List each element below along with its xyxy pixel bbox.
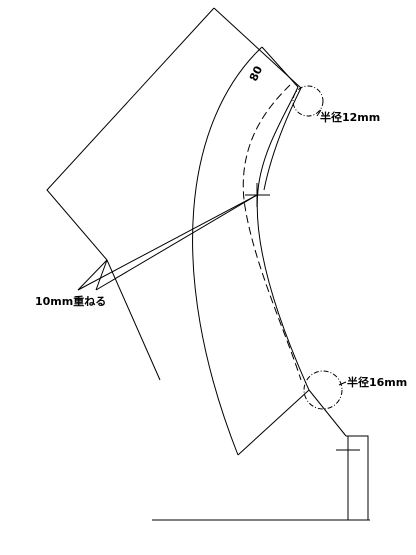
overlap-short-right (95, 259, 108, 291)
seam-dashed-curve (242, 84, 302, 381)
radius-top-label: 半径12mm (320, 110, 380, 124)
radius-circle-top (292, 85, 324, 117)
base-post (346, 435, 369, 521)
seam-mark-label: 80 (247, 64, 265, 84)
radius-bottom-label: 半径16mm (347, 375, 407, 389)
outer-panel-left-edge (46, 7, 215, 381)
overlap-line-lower (95, 194, 258, 291)
radius-circle-bottom (303, 370, 343, 410)
overlap-short-left (77, 259, 108, 291)
contour-solid-curve (256, 86, 310, 391)
overlap-line-upper (77, 194, 258, 291)
overlap-label: 10mm重ねる (35, 294, 106, 308)
inner-panel-top-edge (261, 46, 299, 88)
leader-radius-top (316, 109, 322, 117)
inner-panel-bottom-edge (237, 389, 310, 456)
inner-panel-left-curve (192, 46, 263, 456)
top-contour-line (263, 87, 302, 191)
leader-radius-bottom (338, 381, 347, 386)
lower-contour-segment (308, 389, 347, 437)
